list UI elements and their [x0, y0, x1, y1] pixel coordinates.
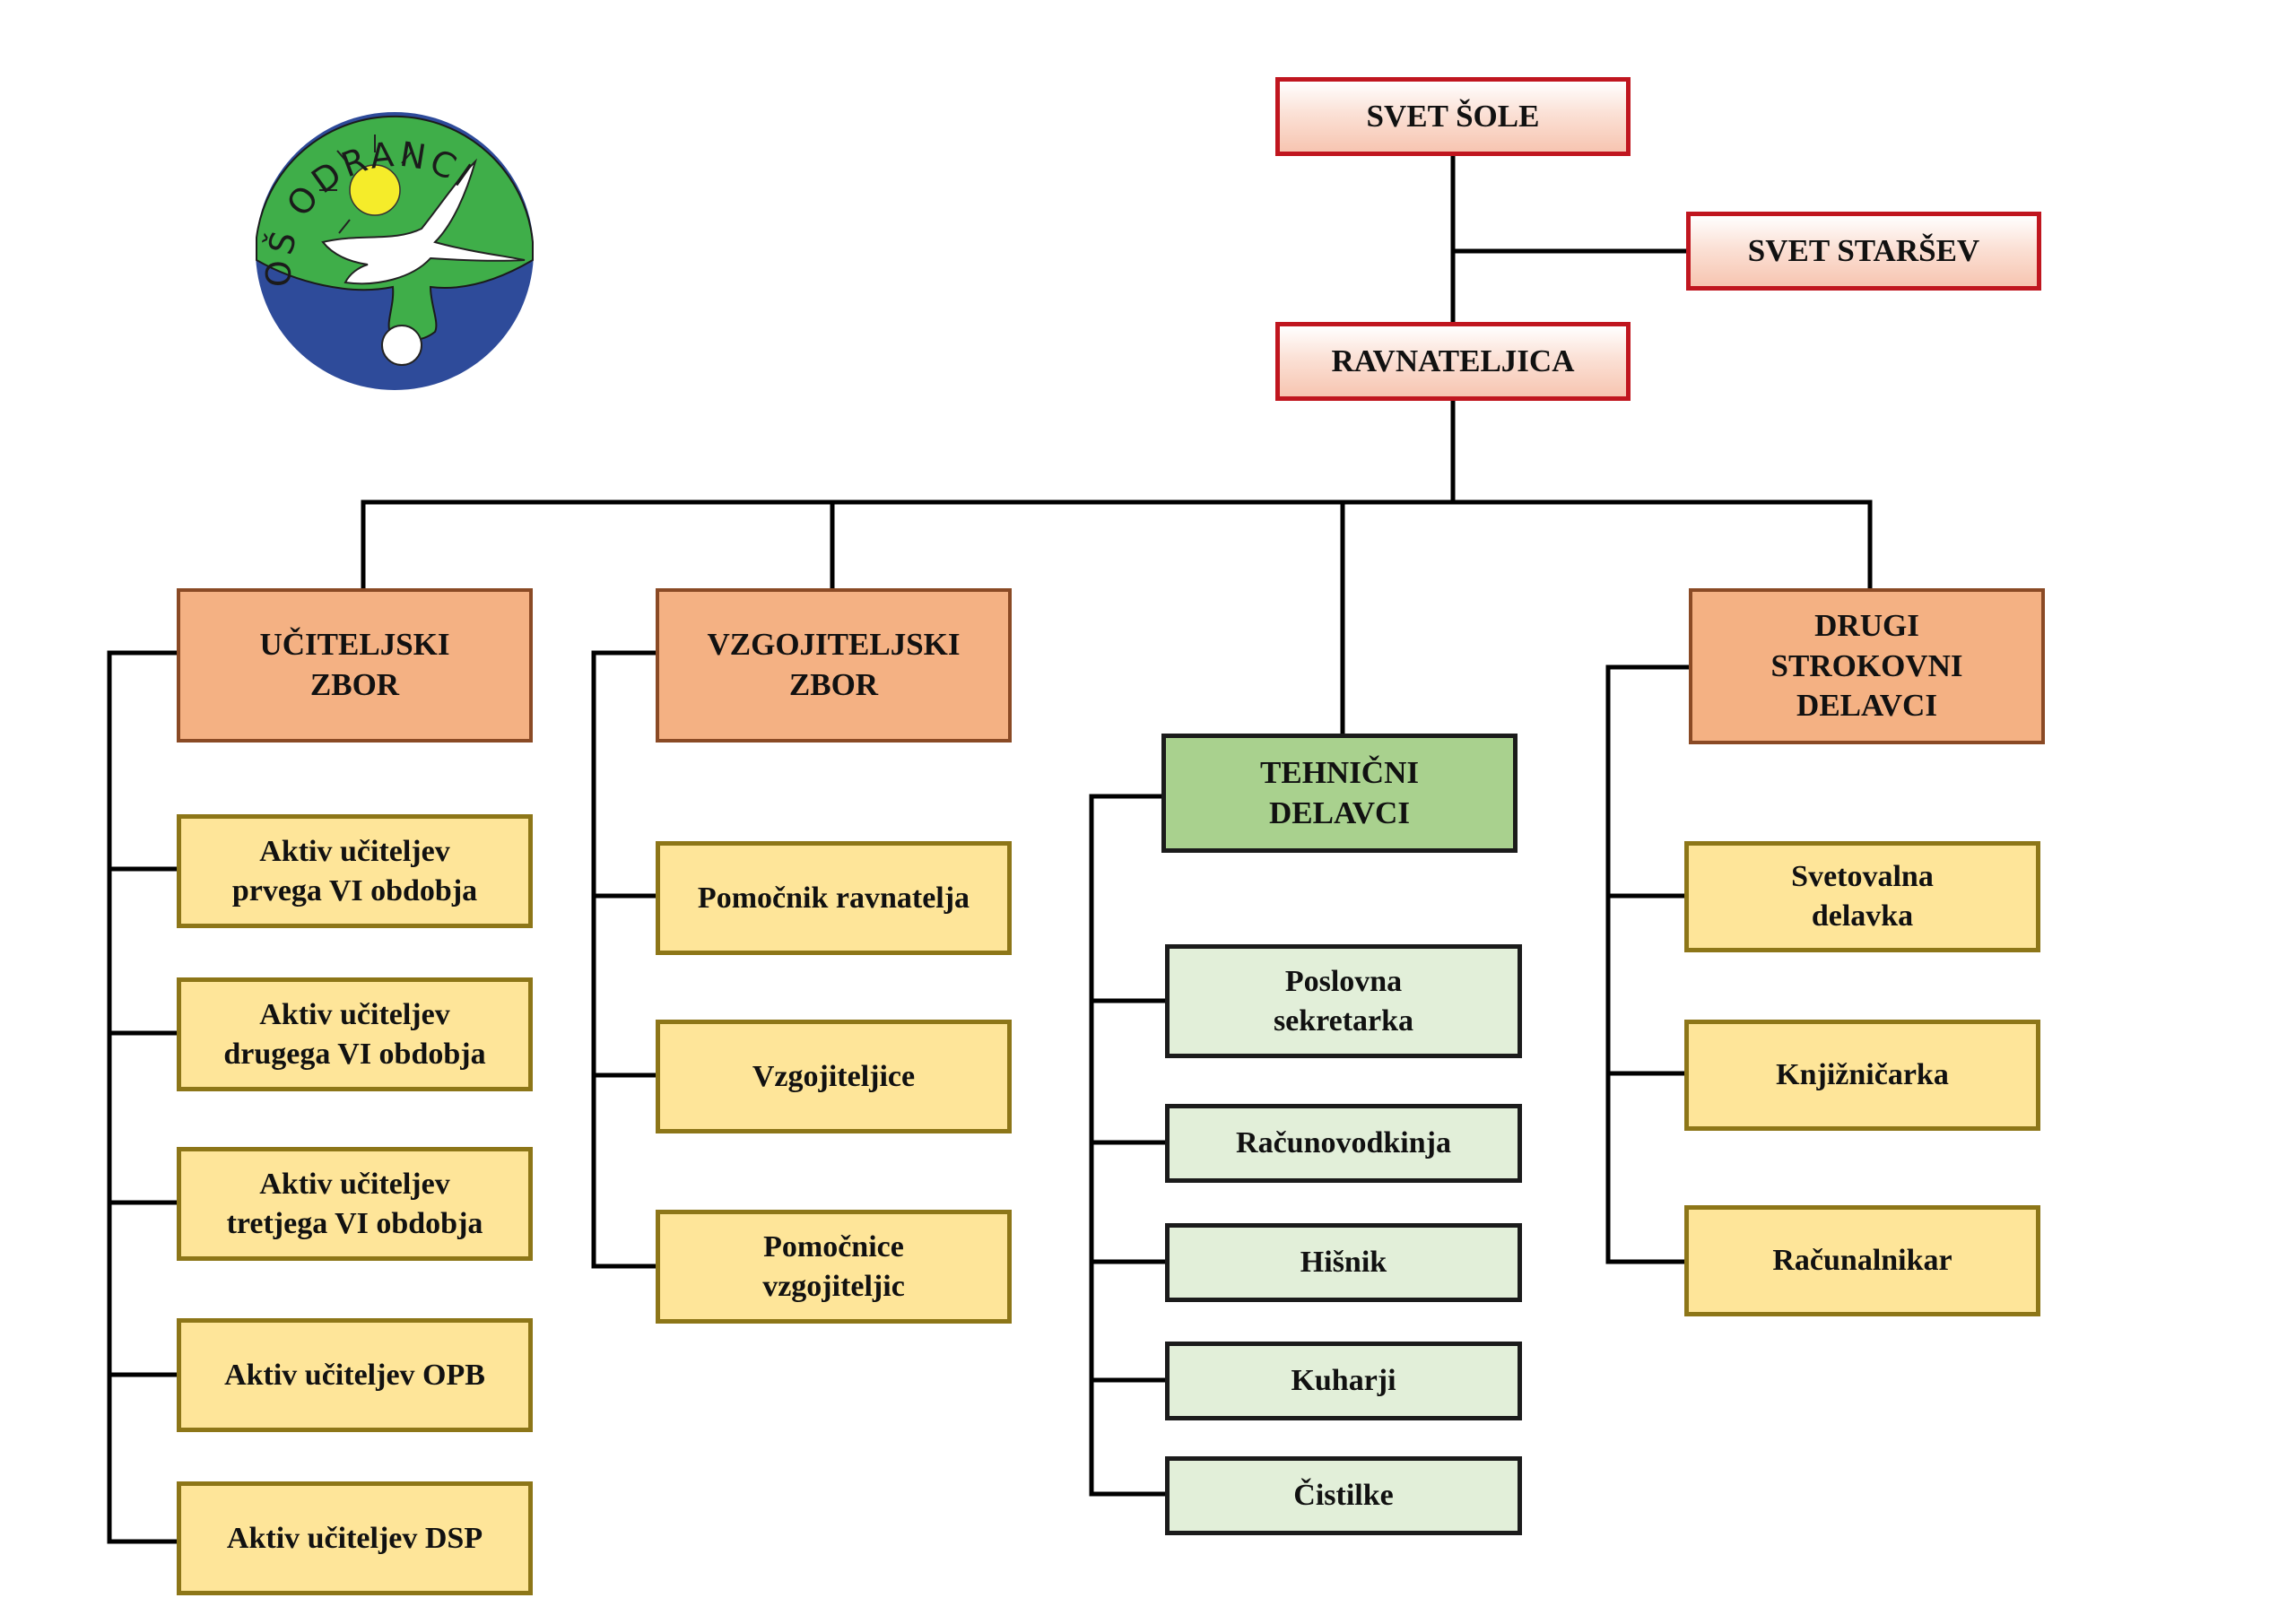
ravnateljica-box: RAVNATELJICA	[1275, 322, 1631, 401]
pomocnik-ravnatelja-box: Pomočnik ravnatelja	[656, 841, 1012, 955]
list-item: Pomočnik ravnatelja	[697, 881, 970, 915]
cistilke-box: Čistilke	[1165, 1456, 1522, 1535]
list-item: Računovodkinja	[1236, 1126, 1451, 1160]
hisnik-box: Hišnik	[1165, 1223, 1522, 1302]
pomocnice-vzgojiteljic-box: Pomočnice vzgojiteljic	[656, 1210, 1012, 1324]
svet-starsev-label: SVET STARŠEV	[1747, 232, 1980, 268]
list-item: Aktiv učiteljev drugega VI obdobja	[223, 997, 486, 1071]
list-item: Kuharji	[1291, 1364, 1396, 1398]
vzgojiteljski-zbor-box: VZGOJITELJSKI ZBOR	[656, 588, 1012, 743]
list-item: Vzgojiteljice	[752, 1059, 916, 1093]
aktiv-prvega-box: Aktiv učiteljev prvega VI obdobja	[177, 814, 533, 928]
aktiv-tretjega-box: Aktiv učiteljev tretjega VI obdobja	[177, 1147, 533, 1261]
vzgojiteljice-box: Vzgojiteljice	[656, 1020, 1012, 1133]
list-item: Knjižničarka	[1776, 1058, 1949, 1092]
tehnicni-delavci-label: TEHNIČNI DELAVCI	[1260, 754, 1419, 830]
school-logo: OŠ ODRANCI	[256, 112, 534, 390]
list-item: Aktiv učiteljev prvega VI obdobja	[231, 834, 478, 908]
svetovalna-delavka-box: Svetovalna delavka	[1684, 841, 2040, 952]
drugi-strokovni-delavci-label: DRUGI STROKOVNI DELAVCI	[1770, 607, 1963, 724]
aktiv-opb-box: Aktiv učiteljev OPB	[177, 1318, 533, 1432]
list-item: Aktiv učiteljev tretjega VI obdobja	[226, 1167, 483, 1240]
racunovodkinja-box: Računovodkinja	[1165, 1104, 1522, 1183]
svet-starsev-box: SVET STARŠEV	[1686, 212, 2041, 291]
list-item: Poslovna sekretarka	[1273, 964, 1414, 1038]
ravnateljica-label: RAVNATELJICA	[1331, 343, 1575, 378]
tehnicni-delavci-box: TEHNIČNI DELAVCI	[1161, 734, 1518, 853]
poslovna-sekretarka-box: Poslovna sekretarka	[1165, 944, 1522, 1058]
list-item: Hišnik	[1300, 1246, 1387, 1280]
aktiv-drugega-box: Aktiv učiteljev drugega VI obdobja	[177, 977, 533, 1091]
svet-sole-label: SVET ŠOLE	[1366, 98, 1540, 134]
racunalnikar-box: Računalnikar	[1684, 1205, 2040, 1316]
drugi-strokovni-delavci-box: DRUGI STROKOVNI DELAVCI	[1689, 588, 2045, 744]
kuharji-box: Kuharji	[1165, 1342, 1522, 1420]
knjiznicarka-box: Knjižničarka	[1684, 1020, 2040, 1131]
uciteljski-zbor-label: UČITELJSKI ZBOR	[259, 627, 450, 702]
uciteljski-zbor-box: UČITELJSKI ZBOR	[177, 588, 533, 743]
aktiv-dsp-box: Aktiv učiteljev DSP	[177, 1481, 533, 1595]
list-item: Aktiv učiteljev DSP	[226, 1521, 483, 1555]
list-item: Čistilke	[1293, 1479, 1394, 1513]
vzgojiteljski-zbor-label: VZGOJITELJSKI ZBOR	[707, 627, 961, 702]
list-item: Pomočnice vzgojiteljic	[762, 1229, 905, 1303]
list-item: Računalnikar	[1772, 1244, 1952, 1278]
list-item: Aktiv učiteljev OPB	[224, 1358, 485, 1392]
svet-sole-box: SVET ŠOLE	[1275, 77, 1631, 156]
list-item: Svetovalna delavka	[1791, 860, 1934, 933]
